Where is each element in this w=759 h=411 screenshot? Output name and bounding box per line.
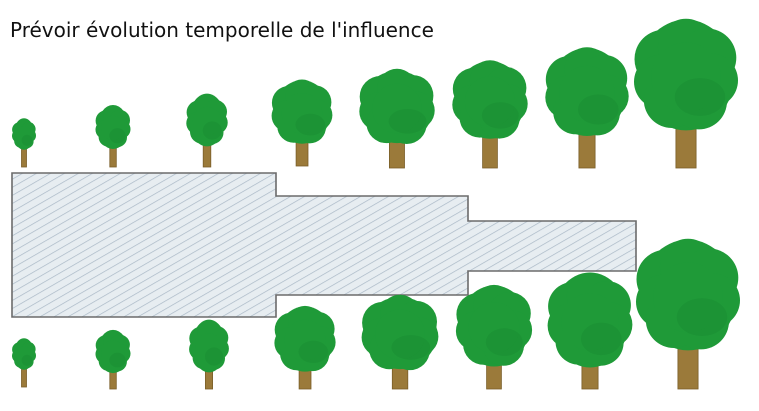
- tree-icon: [12, 118, 36, 168]
- tree-icon: [545, 47, 629, 169]
- tree-icon: [547, 272, 633, 390]
- tree-icon: [455, 284, 533, 390]
- tree-icon: [95, 105, 131, 168]
- tree-row-bottom: [12, 238, 740, 390]
- tree-icon: [189, 319, 229, 390]
- tree-icon: [452, 60, 528, 169]
- tree-icon: [361, 294, 439, 390]
- tree-icon: [12, 338, 36, 388]
- diagram-title: Prévoir évolution temporelle de l'influe…: [10, 18, 434, 42]
- tree-icon: [636, 238, 740, 390]
- influence-zone: [11, 172, 637, 318]
- tree-icon: [634, 18, 738, 169]
- tree-icon: [95, 329, 131, 390]
- tree-icon: [271, 79, 333, 167]
- tree-icon: [359, 68, 435, 169]
- tree-row-top: [12, 18, 738, 169]
- tree-icon: [186, 93, 228, 168]
- tree-icon: [274, 305, 336, 390]
